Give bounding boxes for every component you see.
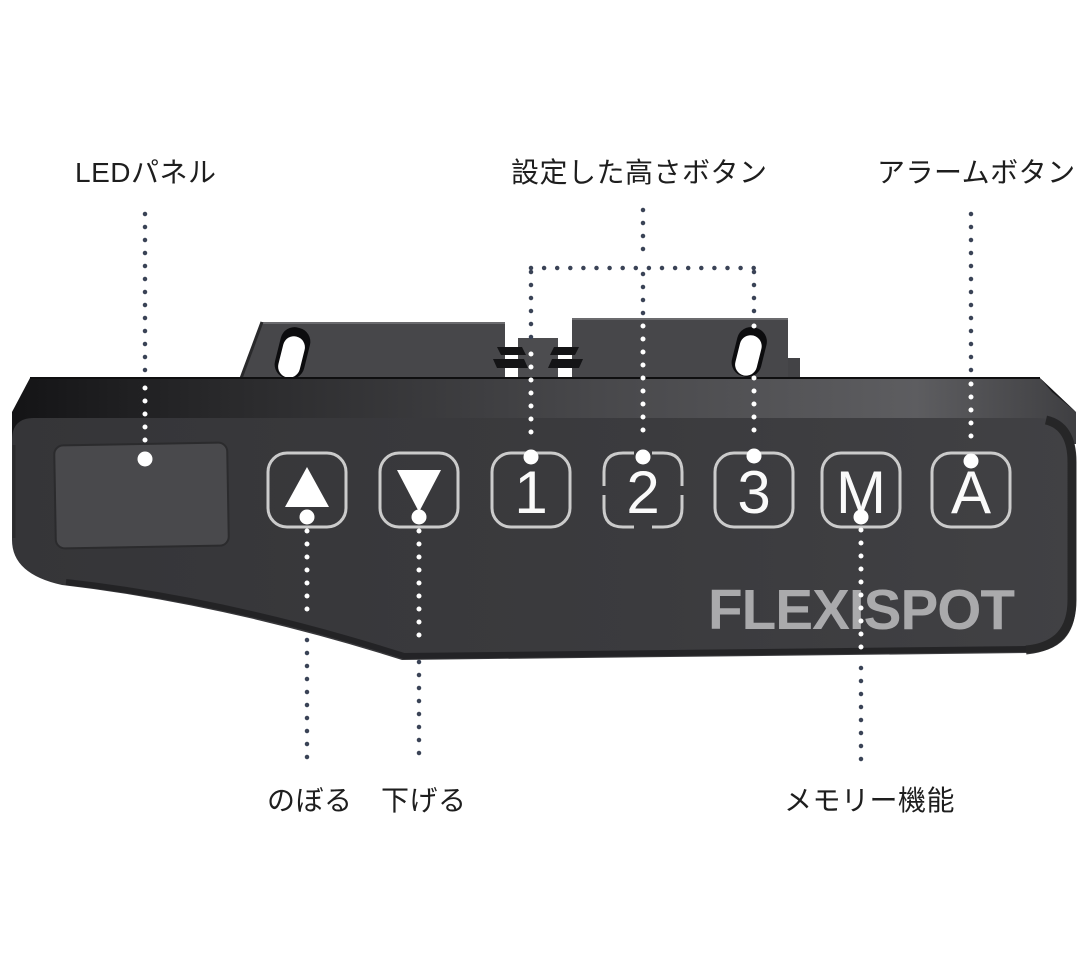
led-panel-label: LEDパネル [75, 157, 217, 188]
preset-2-glyph: 2 [626, 459, 659, 526]
led-display-panel [53, 441, 230, 550]
alarm-button-label: アラームボタン [877, 157, 1076, 188]
left-bracket-slot [274, 327, 311, 379]
bracket-clip [493, 338, 583, 382]
up-triangle-icon [285, 467, 329, 507]
preset-2-button[interactable]: 2 [602, 451, 684, 529]
memory-function-label: メモリー機能 [784, 785, 956, 816]
height-buttons-label: 設定した高さボタン [511, 157, 768, 188]
controller-front-panel [12, 415, 1077, 660]
callout-terminal-dots [137, 448, 979, 525]
alarm-button[interactable]: A [930, 451, 1012, 529]
up-button[interactable] [266, 451, 348, 529]
raise-label: のぼる [267, 785, 353, 816]
callout-lines-outer [142, 207, 974, 765]
down-triangle-icon [397, 470, 441, 512]
callout-lines-on-device [142, 323, 974, 655]
right-mounting-bracket [572, 318, 800, 381]
preset-1-glyph: 1 [514, 459, 547, 526]
alarm-glyph: A [951, 459, 991, 526]
left-mounting-bracket [238, 321, 505, 382]
down-button[interactable] [378, 451, 460, 529]
preset-3-glyph: 3 [737, 459, 770, 526]
lower-label: 下げる [381, 785, 467, 816]
